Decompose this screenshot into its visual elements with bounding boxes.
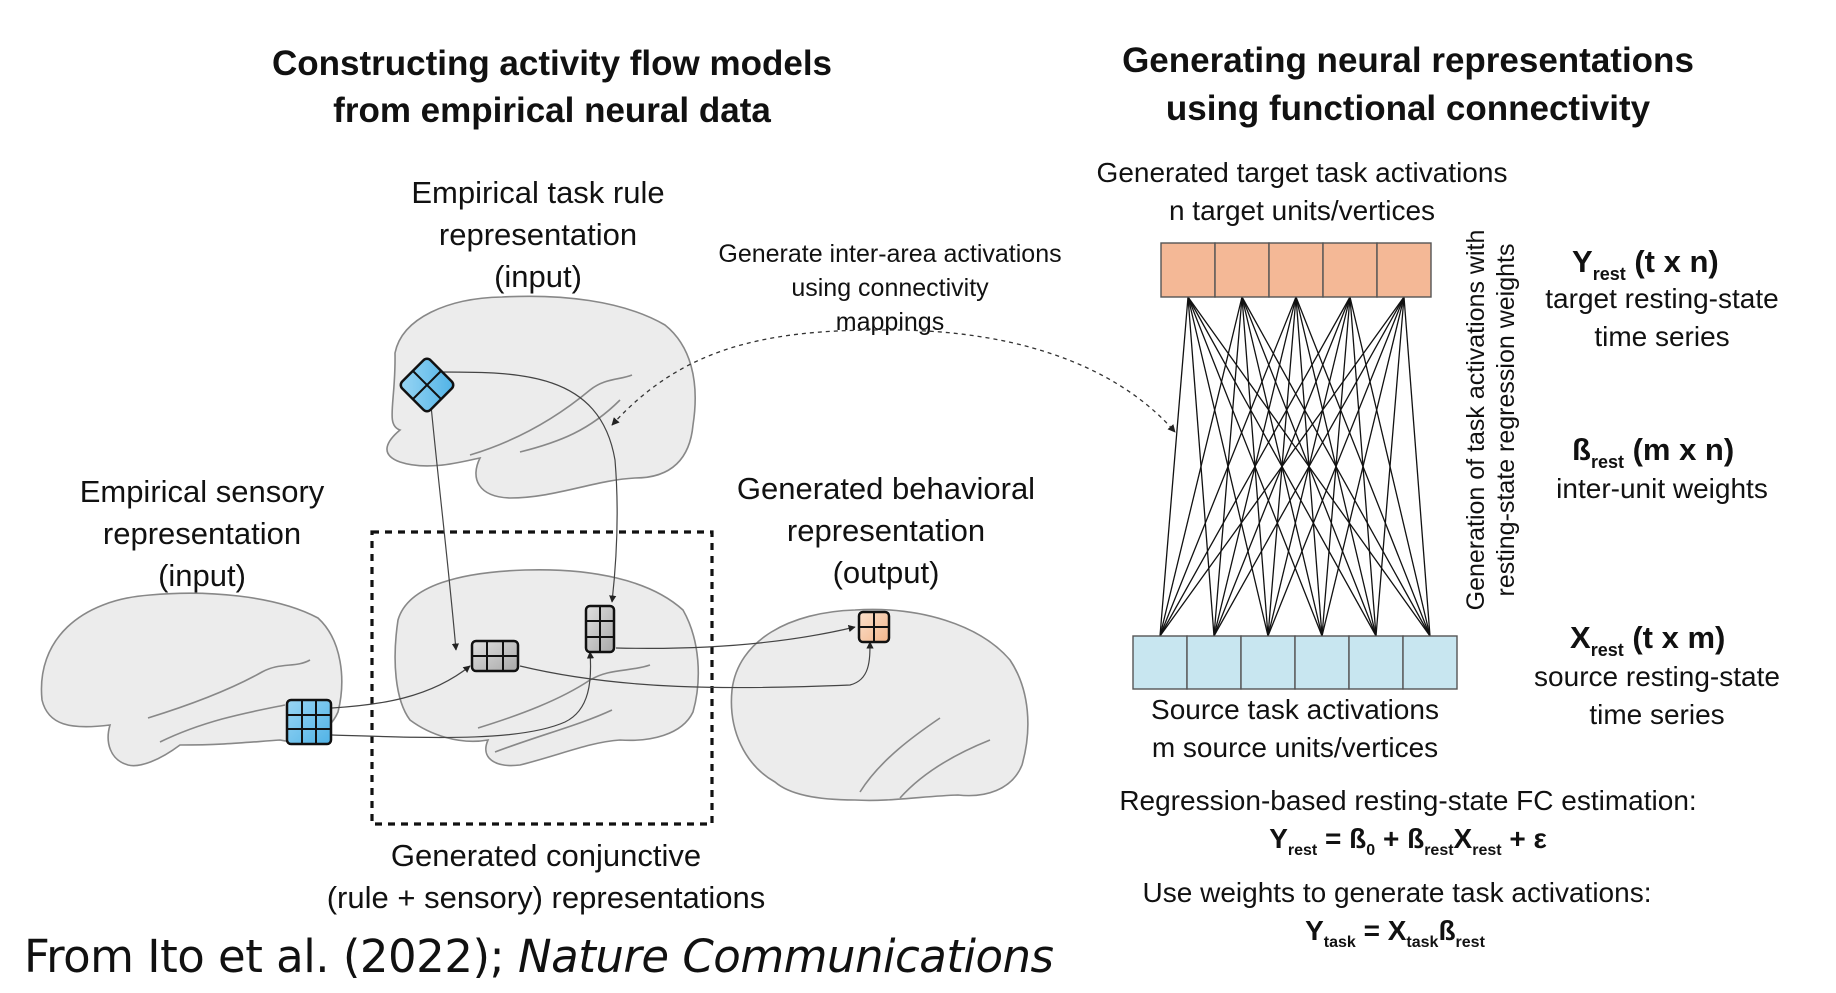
target-unit (1322, 242, 1378, 298)
source-label-line2: m source units/vertices (1152, 732, 1438, 763)
connector-label-line3: mappings (836, 308, 944, 336)
right-title-line1: Generating neural representations (1122, 41, 1694, 80)
source-label-line1: Source task activations (1151, 694, 1439, 725)
connection-line (1159, 296, 1351, 637)
behavioral-label-line2: representation (787, 513, 985, 548)
brain-top (386, 295, 696, 499)
arrow-rule-to-conj-b (439, 371, 618, 603)
equation-task: Ytask = Xtaskßrest (1305, 915, 1485, 951)
sensory-label-line1: Empirical sensory (80, 474, 325, 509)
x-rest-desc-line2: time series (1589, 699, 1724, 730)
regression-heading: Regression-based resting-state FC estima… (1119, 785, 1696, 816)
citation-journal: Nature Communications (517, 930, 1054, 983)
flow-lines (331, 371, 874, 739)
output-grid-icon (857, 610, 891, 644)
rule-label-line3: (input) (494, 259, 582, 294)
right-title-line2: using functional connectivity (1166, 89, 1651, 128)
citation: From Ito et al. (2022); Nature Communica… (24, 930, 1054, 983)
conjunctive-grid-icon-a (470, 639, 520, 673)
connector-dotted-arrow (611, 329, 1176, 433)
equation-regression: Yrest = ß0 + ßrestXrest + ε (1269, 823, 1547, 859)
arrow-conj-b-to-output (615, 625, 856, 650)
conjunctive-box (370, 530, 714, 826)
connection-line (1159, 296, 1243, 637)
arrow-rule-to-conj-a (429, 394, 460, 651)
brain-right (730, 608, 1029, 802)
target-unit (1268, 242, 1324, 298)
b-rest-desc: inter-unit weights (1556, 473, 1768, 504)
vertical-label-line2: resting-state regression weights (1492, 244, 1520, 597)
connection-line (1321, 296, 1405, 637)
sensory-grid-icon (285, 698, 333, 746)
arrow-conj-a-to-output (519, 641, 874, 689)
target-label-line2: n target units/vertices (1169, 195, 1435, 226)
connection-line (1159, 296, 1189, 637)
source-unit (1294, 635, 1350, 690)
connection-line (1267, 296, 1405, 637)
connector-label-line1: Generate inter-area activations (718, 240, 1061, 268)
y-rest-desc-line2: time series (1594, 321, 1729, 352)
connection-line (1159, 296, 1405, 637)
rule-grid-icon (399, 357, 455, 413)
connection-line (1403, 296, 1431, 637)
behavioral-label-line3: (output) (833, 555, 940, 590)
connection-line (1375, 296, 1405, 637)
citation-prefix: From Ito et al. (2022); (24, 930, 518, 983)
sensory-label-line3: (input) (158, 558, 246, 593)
arrow-sensory-to-conj-a (331, 665, 471, 709)
target-units (1160, 242, 1432, 298)
source-unit (1402, 635, 1458, 690)
target-unit (1214, 242, 1270, 298)
source-unit (1132, 635, 1188, 690)
behavioral-label-line1: Generated behavioral (737, 471, 1035, 506)
vertical-label-line1: Generation of task activations with (1462, 230, 1490, 611)
source-unit (1348, 635, 1404, 690)
target-unit (1376, 242, 1432, 298)
x-rest-symbol: Xrest (t x m) (1570, 620, 1725, 660)
connector-label-line2: using connectivity (791, 274, 989, 302)
arrow-sensory-to-conj-b (331, 651, 595, 739)
rule-label-line1: Empirical task rule (411, 175, 664, 210)
source-unit (1240, 635, 1296, 690)
brain-middle (394, 568, 700, 767)
target-unit (1160, 242, 1216, 298)
rule-label-line2: representation (439, 217, 637, 252)
source-units (1132, 635, 1458, 690)
target-label-line1: Generated target task activations (1097, 157, 1508, 188)
connection-line (1213, 296, 1405, 637)
x-rest-desc-line1: source resting-state (1534, 661, 1780, 692)
connection-line (1159, 296, 1297, 637)
b-rest-symbol: ßrest (m x n) (1572, 432, 1734, 472)
use-weights-heading: Use weights to generate task activations… (1143, 877, 1652, 908)
connectivity-lines (1159, 296, 1431, 637)
y-rest-symbol: Yrest (t x n) (1572, 244, 1719, 284)
conjunctive-label-line1: Generated conjunctive (391, 838, 701, 873)
conjunctive-label-line2: (rule + sensory) representations (327, 880, 766, 915)
left-title-line1: Constructing activity flow models (272, 44, 832, 83)
source-unit (1186, 635, 1242, 690)
conjunctive-grid-icon-b (584, 604, 616, 654)
y-rest-desc-line1: target resting-state (1545, 283, 1778, 314)
left-title-line2: from empirical neural data (333, 91, 771, 130)
sensory-label-line2: representation (103, 516, 301, 551)
